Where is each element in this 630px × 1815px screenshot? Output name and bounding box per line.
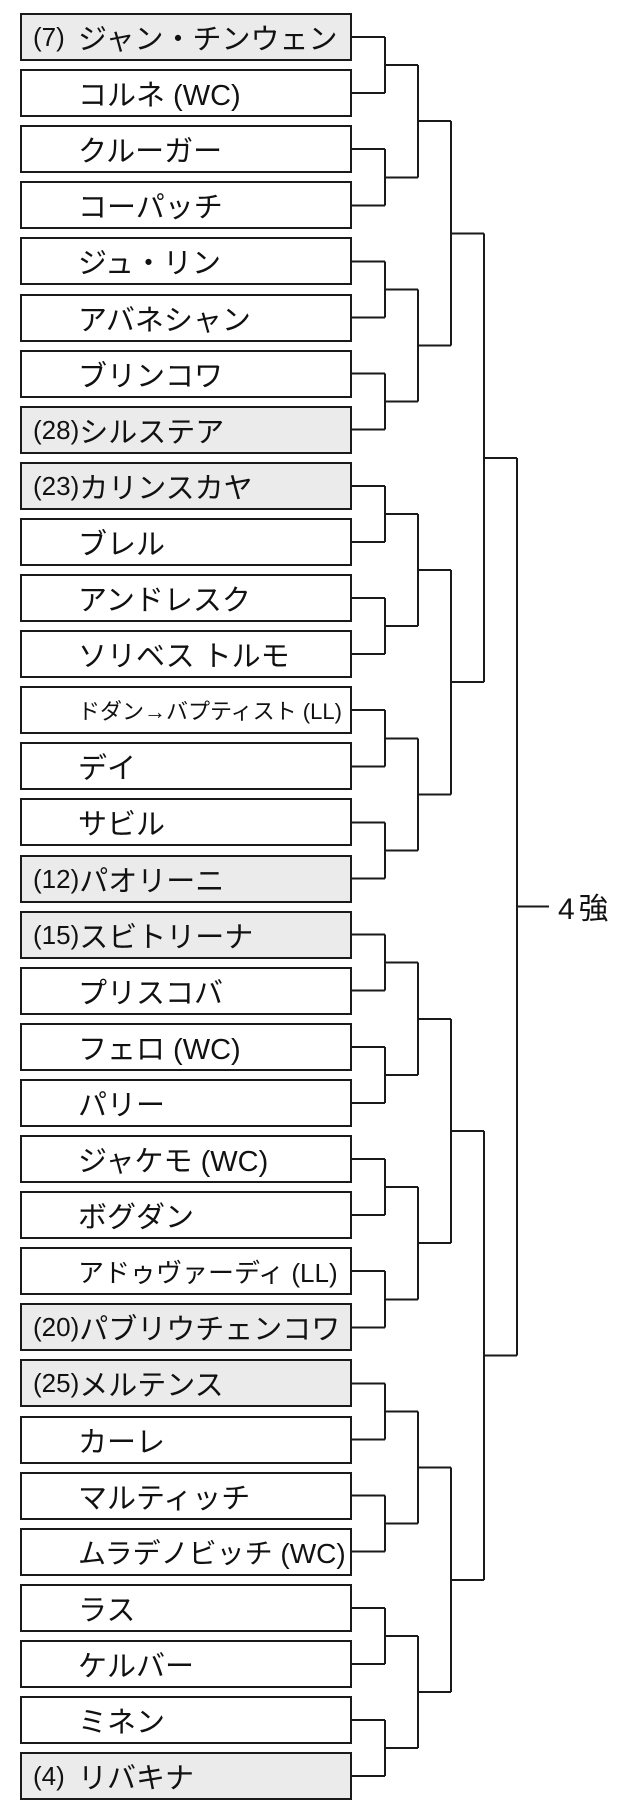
player-name: パブリウチェンコワ [79,1314,341,1346]
player-box: コーパッチ [20,181,352,229]
player-name: フェロ (WC) [78,1034,241,1066]
player-name: ブリンコワ [78,361,224,393]
player-name: クルーガー [78,136,223,168]
player-name: パオリーニ [79,866,225,898]
player-box: ブレル [20,518,352,566]
player-box: カーレ [20,1416,352,1464]
player-name: メルテンス [79,1370,224,1402]
player-box: アバネシャン [20,294,352,342]
player-box: デイ [20,742,352,790]
player-box: ボグダン [20,1191,352,1239]
player-name: デイ [78,753,137,785]
player-name: アバネシャン [78,305,251,337]
player-box: ソリベス トルモ [20,630,352,678]
player-box: アンドレスク [20,574,352,622]
player-name: シルステア [79,417,225,449]
player-name: ボグダン [78,1202,195,1234]
player-box: コルネ (WC) [20,69,352,117]
player-box: (28) シルステア [20,406,352,454]
player-box: ラス [20,1584,352,1632]
player-box: ジュ・リン [20,237,352,285]
player-seed: (25) [33,1367,80,1398]
player-box: マルティッチ [20,1472,352,1520]
player-box: プリスコバ [20,967,352,1015]
player-name: パリー [78,1090,166,1122]
player-name: サビル [78,809,166,841]
player-seed: (23) [33,470,80,501]
player-name: リバキナ [78,1763,195,1795]
player-box: サビル [20,798,352,846]
player-box: (12) パオリーニ [20,855,352,903]
player-name: ジャケモ (WC) [78,1146,269,1178]
player-name: コルネ (WC) [78,80,241,112]
player-name: ジュ・リン [78,248,221,280]
player-name: アドゥヴァーディ (LL) [78,1257,338,1288]
player-box: ムラデノビッチ (WC) [20,1528,352,1576]
player-name: カリンスカヤ [79,473,253,505]
player-name: プリスコバ [78,978,224,1010]
player-box: クルーガー [20,125,352,173]
player-box: パリー [20,1079,352,1127]
player-seed: (28) [33,414,80,445]
player-name: アンドレスク [78,585,251,617]
player-name: ブレル [78,529,166,561]
player-name: ケルバー [78,1651,195,1683]
player-name: カーレ [78,1427,166,1459]
player-box: ドダン→バプティスト (LL) [20,686,352,734]
player-box: (4) リバキナ [20,1752,352,1800]
player-box: ミネン [20,1696,352,1744]
player-name: ジャン・チンウェン [78,24,338,56]
player-box: (15) スビトリーナ [20,911,352,959]
player-box: アドゥヴァーディ (LL) [20,1247,352,1295]
player-name: ムラデノビッチ (WC) [78,1538,346,1569]
player-box: (7) ジャン・チンウェン [20,13,352,61]
player-name: ドダン→バプティスト (LL) [78,699,342,724]
player-name: ミネン [78,1707,166,1739]
player-box: ブリンコワ [20,350,352,398]
final-four-label: 4強 [558,892,613,926]
player-seed: (12) [33,863,80,894]
player-box: フェロ (WC) [20,1023,352,1071]
player-seed: (20) [33,1311,80,1342]
player-name: ラス [78,1595,136,1627]
player-seed: (15) [33,919,80,950]
player-name: スビトリーナ [79,922,254,954]
player-name: ソリベス トルモ [78,641,290,673]
player-seed: (4) [33,1760,65,1791]
player-box: (23) カリンスカヤ [20,462,352,510]
player-box: (20) パブリウチェンコワ [20,1303,352,1351]
player-name: コーパッチ [78,192,223,224]
player-seed: (7) [33,21,65,52]
player-name: マルティッチ [78,1483,251,1515]
player-box: ジャケモ (WC) [20,1135,352,1183]
player-box: ケルバー [20,1640,352,1688]
player-box: (25) メルテンス [20,1359,352,1407]
